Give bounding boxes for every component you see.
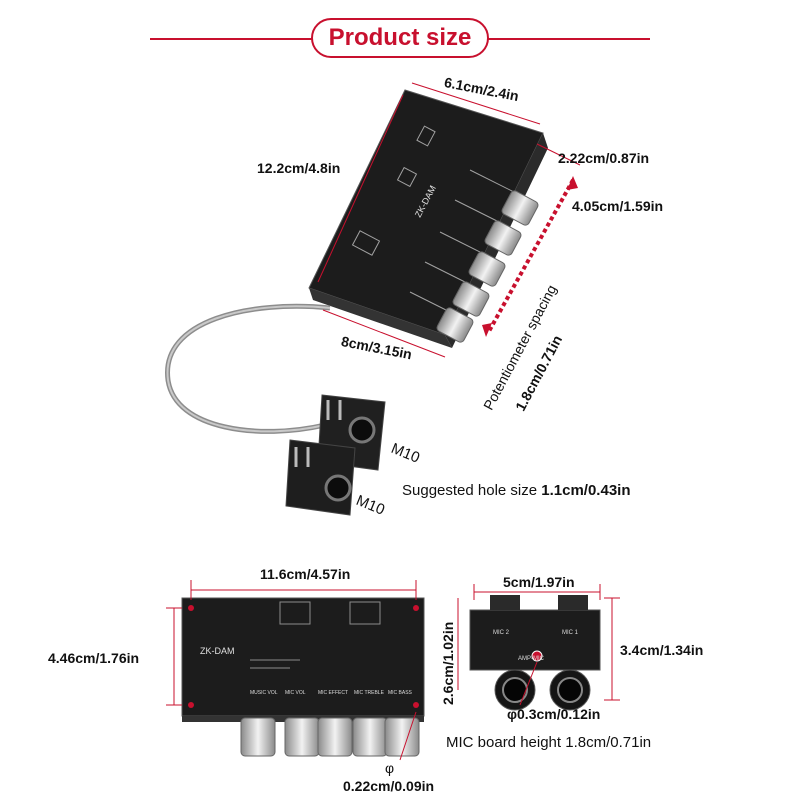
bottom-knob-4 — [352, 717, 388, 757]
top-knob-1 — [501, 190, 539, 226]
bottom-knob-1 — [240, 717, 276, 757]
title-rule-left — [150, 38, 312, 40]
top-knob-2 — [484, 220, 522, 256]
mic-depth-label: 2.6cm/1.02in — [440, 621, 456, 705]
bottom-knob-5 — [384, 717, 420, 757]
top-height-label: 2.22cm/0.87in — [558, 150, 650, 166]
bottom-pot-label-1: MUSIC VOL — [250, 690, 278, 696]
mic-board-height-label: MIC board height 1.8cm/0.71in — [446, 734, 652, 751]
bottom-hole-label: 0.22cm/0.09in — [343, 778, 435, 794]
bottom-dimension-lines — [166, 580, 417, 761]
bottom-knobs — [240, 717, 420, 757]
top-knob-4 — [452, 281, 490, 317]
bottom-pot-label-4: MIC TREBLE — [354, 690, 385, 696]
jack-socket-2 — [324, 474, 352, 502]
top-knob-5 — [436, 307, 474, 343]
bottom-pot-label-2: MIC VOL — [285, 690, 306, 696]
bottom-pot-label-3: MIC EFFECT — [318, 690, 348, 696]
mic-height-side-label: 3.4cm/1.34in — [620, 642, 704, 658]
mic-label-3: AMP-MIC — [518, 656, 545, 662]
top-board: ZK-DAM — [308, 89, 548, 348]
page-title-text: Product size — [328, 24, 472, 51]
jack-socket-1 — [348, 416, 376, 444]
bottom-pot-label-5: MIC BASS — [388, 690, 413, 696]
hole-size-label: Suggested hole size 1.1cm/0.43in — [402, 482, 631, 499]
bottom-board-model: ZK-DAM — [200, 646, 235, 656]
mic-board: MIC 2 MIC 1 AMP-MIC — [469, 595, 601, 711]
mic-jack-module — [285, 394, 386, 516]
bottom-phi-symbol: φ — [385, 760, 395, 776]
mic-hole-label: φ0.3cm/0.12in — [507, 706, 601, 722]
bottom-board: ZK-DAM MUSIC VOL MIC VOL MIC EFFECT MIC … — [181, 597, 425, 757]
bottom-knob-3 — [317, 717, 353, 757]
mic-width-label: 5cm/1.97in — [503, 574, 575, 590]
hole-size-value: 1.1cm/0.43in — [541, 482, 631, 499]
page-title: Product size — [311, 18, 489, 58]
mic-label-2: MIC 1 — [562, 630, 579, 636]
pot-spacing-line — [486, 179, 575, 334]
cable — [165, 303, 331, 434]
bottom-width-label: 11.6cm/4.57in — [260, 566, 351, 582]
title-rule-right — [488, 38, 650, 40]
top-knob-3 — [468, 251, 506, 287]
top-dimension-lines — [317, 82, 581, 358]
top-length-label: 12.2cm/4.8in — [257, 160, 341, 176]
bottom-knob-2 — [284, 717, 320, 757]
hole-size-prefix: Suggested hole size — [402, 482, 542, 499]
mic-label-1: MIC 2 — [493, 630, 510, 636]
mic-dimension-lines — [457, 584, 620, 706]
pot-span-label: 4.05cm/1.59in — [572, 198, 664, 214]
bottom-height-label: 4.46cm/1.76in — [48, 650, 140, 666]
